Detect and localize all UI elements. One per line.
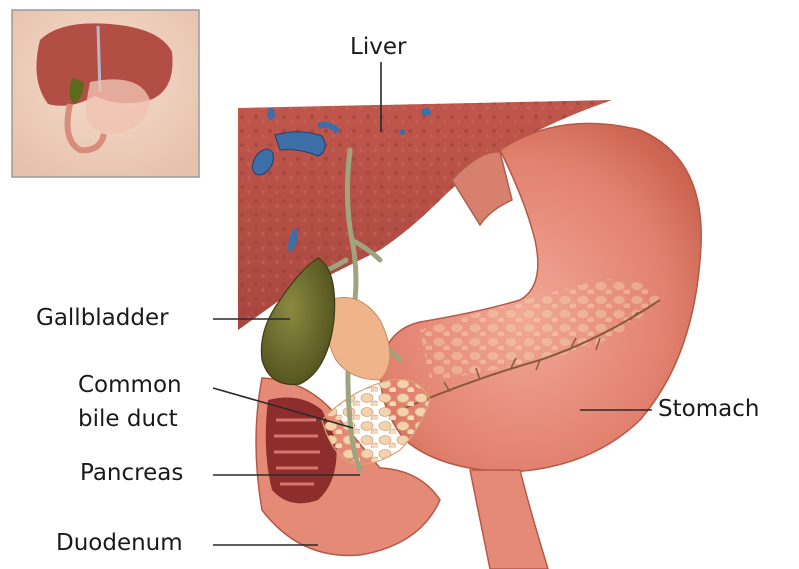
label-gallbladder: Gallbladder <box>36 305 169 331</box>
pylorus <box>326 298 390 381</box>
label-liver: Liver <box>350 34 406 60</box>
pancreas-organ <box>322 379 430 464</box>
label-duodenum: Duodenum <box>56 530 183 556</box>
label-common-bile-duct: Common bile duct <box>78 368 182 436</box>
label-pancreas: Pancreas <box>80 460 183 486</box>
label-common-bile-duct-line2: bile duct <box>78 402 182 436</box>
inset-thumbnail <box>12 10 199 177</box>
label-common-bile-duct-line1: Common <box>78 368 182 402</box>
label-stomach: Stomach <box>658 396 759 422</box>
